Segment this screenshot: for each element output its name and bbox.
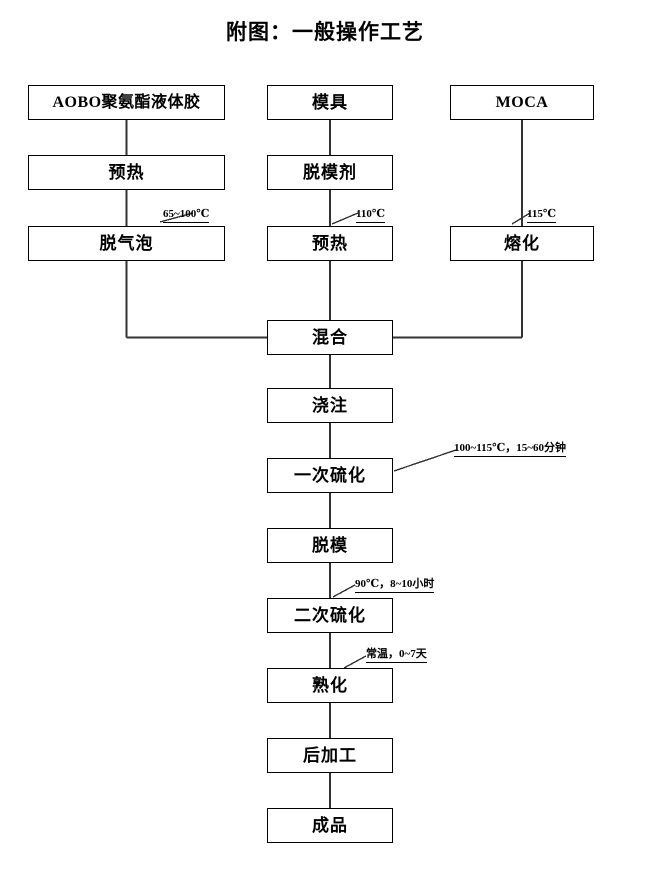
node-degas[interactable]: 脱气泡	[28, 226, 225, 261]
node-preheat1[interactable]: 预热	[28, 155, 225, 190]
node-aobo[interactable]: AOBO聚氨酯液体胶	[28, 85, 225, 120]
a-cure1-leader-line	[393, 449, 457, 472]
a-mature-leader-line	[343, 655, 367, 669]
node-cure1[interactable]: 一次硫化	[267, 458, 393, 493]
node-melt[interactable]: 熔化	[450, 226, 594, 261]
annotation-a-melt: 115℃	[527, 208, 557, 223]
node-preheat2[interactable]: 预热	[267, 226, 393, 261]
node-release[interactable]: 脱模剂	[267, 155, 393, 190]
node-demold[interactable]: 脱模	[267, 528, 393, 563]
annotation-a-pre2: 110℃	[356, 208, 386, 223]
page-title: 附图：一般操作工艺	[226, 20, 424, 44]
node-mature[interactable]: 熟化	[267, 668, 393, 703]
annotation-a-mature: 常温，0~7天	[366, 648, 427, 663]
annotation-a-degas: 65~100℃	[163, 208, 210, 223]
node-mix[interactable]: 混合	[267, 320, 393, 355]
node-mold[interactable]: 模具	[267, 85, 393, 120]
node-moca[interactable]: MOCA	[450, 85, 594, 120]
node-product[interactable]: 成品	[267, 808, 393, 843]
a-cure2-leader-line	[332, 584, 356, 598]
node-cure2[interactable]: 二次硫化	[267, 598, 393, 633]
node-postproc[interactable]: 后加工	[267, 738, 393, 773]
node-pour[interactable]: 浇注	[267, 388, 393, 423]
annotation-a-cure2: 90℃，8~10小时	[355, 578, 435, 593]
a-pre2-leader-line	[331, 212, 359, 225]
annotation-a-cure1: 100~115℃，15~60分钟	[454, 442, 567, 457]
